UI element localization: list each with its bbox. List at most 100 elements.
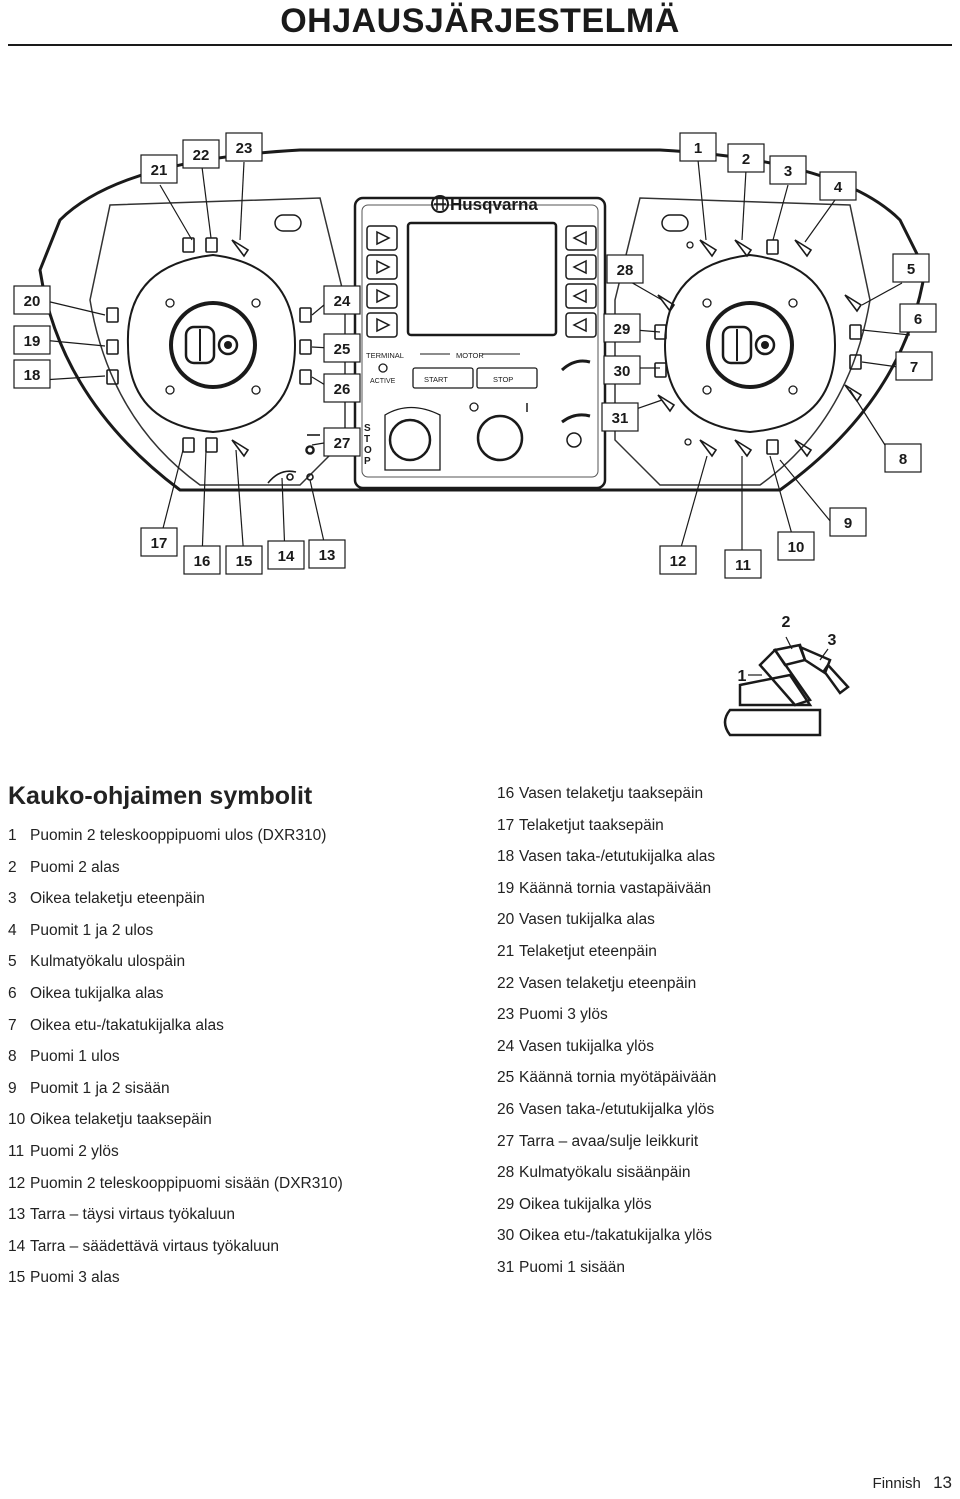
track-unit [723, 708, 822, 737]
callout-numbers: 1 2 3 4 5 6 7 8 9 10 11 12 13 14 15 16 1… [24, 140, 923, 574]
stop-button [476, 367, 538, 389]
function-symbols [106, 237, 863, 484]
callout-22: 22 [193, 147, 210, 164]
callout-11: 11 [735, 557, 751, 574]
remote-control-diagram: Husqvarna TERMINAL ACTIVE MOTOR START ST… [13, 132, 937, 579]
display-screen [406, 221, 558, 337]
callout-13: 13 [319, 547, 336, 564]
brand-name: Husqvarna [450, 195, 538, 214]
screen-left-buttons [366, 225, 398, 338]
title-rule [8, 44, 952, 46]
page-number: 13 [933, 1473, 952, 1492]
right-panel-outline [614, 197, 871, 486]
power-switch-knob [476, 414, 524, 462]
callout-8: 8 [899, 451, 907, 468]
stop-label: STOP [493, 375, 513, 384]
screen-right-buttons [565, 225, 597, 338]
footer-language: Finnish [872, 1475, 921, 1492]
left-joystick [126, 253, 297, 434]
panel-dots [306, 241, 694, 454]
callout-23: 23 [236, 140, 253, 157]
callout-25: 25 [334, 341, 351, 358]
callout-1: 1 [694, 140, 702, 157]
emergency-stop-knob [384, 406, 441, 471]
callout-15: 15 [236, 553, 253, 570]
inset-label-2: 2 [782, 614, 791, 631]
left-indicator-lamps [274, 214, 302, 232]
callout-5: 5 [907, 261, 915, 278]
active-lamp-icon [378, 363, 388, 373]
callout-12: 12 [670, 553, 687, 570]
callout-2: 2 [742, 151, 750, 168]
right-indicator-lamps [661, 214, 689, 232]
boom-1 [758, 648, 812, 707]
callout-18: 18 [24, 367, 41, 384]
callout-21: 21 [151, 162, 168, 179]
callout-31: 31 [612, 410, 629, 427]
callout-14: 14 [278, 548, 295, 565]
callout-30: 30 [614, 363, 631, 380]
callout-6: 6 [914, 311, 922, 328]
callout-17: 17 [151, 535, 168, 552]
inset-label-3: 3 [828, 632, 837, 649]
stop-letter-s: S [364, 423, 371, 434]
start-button [412, 367, 474, 389]
machine-boom-diagram: 1 2 3 [723, 614, 850, 737]
right-joystick [663, 253, 837, 434]
callout-28: 28 [617, 262, 634, 279]
callout-4: 4 [834, 179, 843, 196]
callout-10: 10 [788, 539, 805, 556]
callout-16: 16 [194, 553, 211, 570]
speed-dial-lower-icon [561, 413, 591, 424]
active-label: ACTIVE [370, 378, 396, 385]
callout-27: 27 [334, 435, 351, 452]
breaker-tool [822, 662, 850, 695]
callout-19: 19 [24, 333, 41, 350]
page-title: OHJAUSJÄRJESTELMÄ [280, 2, 680, 40]
callout-24: 24 [334, 293, 351, 310]
speed-dial-upper-icon [560, 359, 591, 372]
callout-boxes [13, 132, 937, 579]
power-off-icon [469, 402, 479, 412]
page-footer: Finnish 13 [873, 1473, 952, 1493]
stop-letter-o: O [364, 445, 372, 456]
callout-20: 20 [24, 293, 41, 310]
callout-29: 29 [614, 321, 631, 338]
center-inner [361, 204, 599, 478]
husqvarna-logo-icon [431, 195, 449, 213]
callout-7: 7 [910, 359, 918, 376]
motor-label: MOTOR [456, 351, 484, 360]
speed-knob [566, 432, 582, 448]
stop-letter-p: P [364, 456, 371, 467]
machine-body [738, 673, 813, 707]
callout-26: 26 [334, 381, 351, 398]
section-heading: Kauko-ohjaimen symbolit [8, 782, 313, 810]
terminal-label: TERMINAL [366, 351, 404, 360]
stop-letter-t: T [364, 434, 370, 445]
